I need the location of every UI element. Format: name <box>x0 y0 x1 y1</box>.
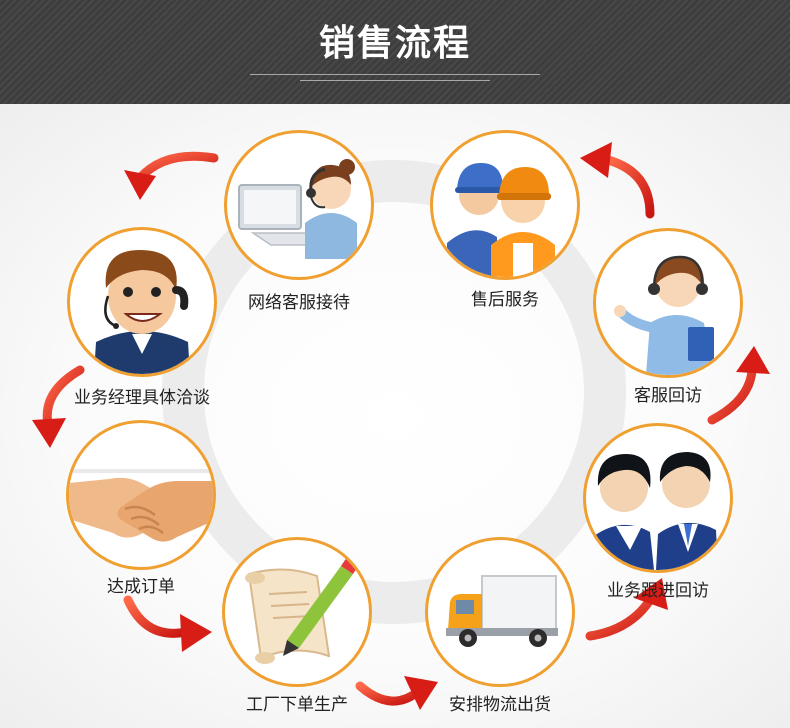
page-title: 销售流程 <box>318 23 471 64</box>
step-business-followup: 业务跟进回访 <box>583 423 733 601</box>
customer-service-desk-icon <box>238 159 357 259</box>
presenting-agent-icon <box>614 255 714 375</box>
step-circle <box>425 537 575 687</box>
step-logistics: 安排物流出货 <box>425 537 575 715</box>
step-label: 客服回访 <box>634 386 702 406</box>
handshake-icon <box>69 469 213 542</box>
step-manager-negotiation: 业务经理具体洽谈 <box>67 227 217 408</box>
arrow-7 <box>580 142 655 219</box>
step-online-service: 网络客服接待 <box>224 130 374 313</box>
step-label: 工厂下单生产 <box>246 695 348 715</box>
step-circle <box>224 130 374 280</box>
step-after-sales: 售后服务 <box>430 130 580 310</box>
step-label: 售后服务 <box>471 290 539 310</box>
arrow-5 <box>585 578 668 641</box>
step-service-revisit: 客服回访 <box>593 228 743 406</box>
step-circle <box>583 423 733 573</box>
step-circle <box>222 537 372 687</box>
step-circle <box>67 227 217 377</box>
step-circle <box>593 228 743 378</box>
step-label: 业务跟进回访 <box>607 581 709 601</box>
arrow-1 <box>124 151 219 200</box>
step-label: 安排物流出货 <box>449 695 551 715</box>
title-underline <box>250 74 540 75</box>
step-order-reached: 达成订单 <box>66 420 216 597</box>
delivery-truck-icon <box>446 575 558 647</box>
step-circle <box>66 420 216 570</box>
step-factory-production: 工厂下单生产 <box>222 537 372 715</box>
arrow-2 <box>32 365 85 448</box>
step-label: 业务经理具体洽谈 <box>74 388 210 408</box>
step-label: 达成订单 <box>107 577 175 597</box>
business-team-headset-icon <box>592 452 718 570</box>
title-underline-short <box>300 80 490 81</box>
header-banner: 销售流程 <box>0 0 790 104</box>
manager-headset-icon <box>94 250 190 374</box>
step-circle <box>430 130 580 280</box>
arrow-6 <box>707 346 770 425</box>
arrow-4 <box>355 676 438 710</box>
after-sales-workers-icon <box>447 163 555 277</box>
scroll-pen-icon <box>245 554 361 664</box>
step-label: 网络客服接待 <box>248 293 350 313</box>
arrow-3 <box>123 595 212 652</box>
